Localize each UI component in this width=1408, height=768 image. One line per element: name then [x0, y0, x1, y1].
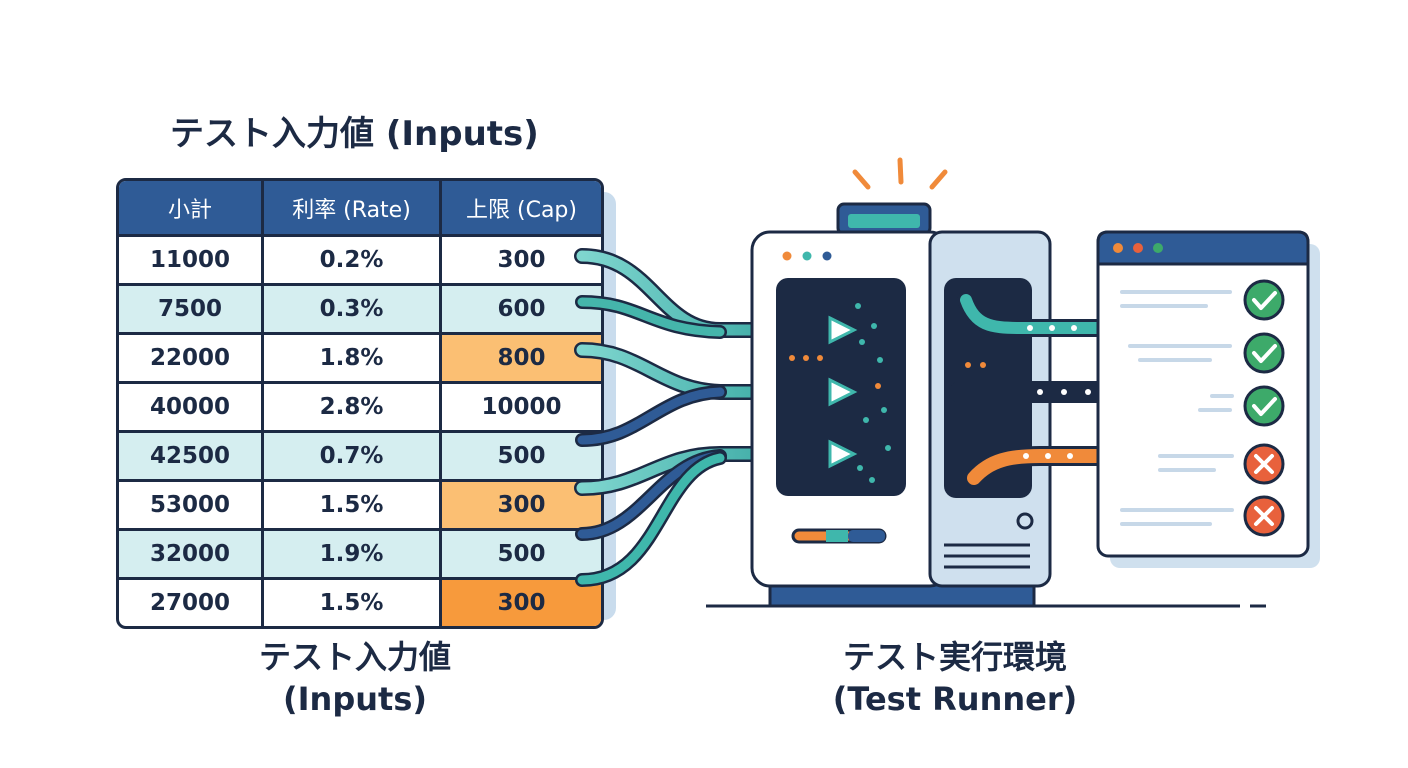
result-pass: [1243, 385, 1285, 427]
cross-icon: [1254, 506, 1274, 526]
table-row: 27000 1.5% 300: [119, 577, 601, 626]
alert-rays-icon: [852, 157, 948, 190]
cell-cap-highlighted: 300: [439, 580, 601, 626]
result-pass: [1243, 279, 1285, 321]
cell-rate: 0.2%: [261, 237, 439, 283]
cell-rate: 2.8%: [261, 384, 439, 430]
result-fail: [1243, 495, 1285, 537]
runner-caption-line2: (Test Runner): [832, 680, 1078, 718]
runner-caption: テスト実行環境 (Test Runner): [790, 636, 1120, 720]
flow-arrow: [575, 451, 727, 587]
cell-rate: 1.5%: [261, 580, 439, 626]
runner-caption-line1: テスト実行環境: [842, 638, 1067, 676]
result-fail: [1243, 443, 1285, 485]
cell-subtotal: 40000: [149, 394, 231, 420]
cell-cap-highlighted: 800: [439, 335, 601, 381]
header-subtotal: 小計: [167, 197, 212, 223]
cell-subtotal: 32000: [149, 541, 231, 567]
cell-rate: 1.8%: [261, 335, 439, 381]
check-icon: [1252, 291, 1277, 310]
input-flow-arrows: [574, 248, 843, 587]
flow-arrow: [575, 385, 727, 447]
cell-rate: 1.5%: [261, 482, 439, 528]
cell-cap: 300: [439, 237, 601, 283]
inputs-caption-line1: テスト入力値: [258, 638, 451, 676]
table-row: 40000 2.8% 10000: [119, 381, 601, 430]
cell-rate: 0.3%: [261, 286, 439, 332]
page-title: テスト入力値 (Inputs): [170, 114, 539, 154]
table-row: 53000 1.5% 300: [119, 479, 601, 528]
header-rate: 利率 (Rate): [261, 181, 439, 234]
cell-subtotal: 7500: [157, 296, 222, 322]
input-arrow-heads: [828, 315, 858, 469]
inputs-table: 小計 利率 (Rate) 上限 (Cap) 11000 0.2% 300 750…: [116, 178, 604, 629]
cell-rate: 1.9%: [261, 531, 439, 577]
result-pass: [1243, 332, 1285, 374]
table-header-row: 小計 利率 (Rate) 上限 (Cap): [119, 181, 601, 234]
cell-cap: 500: [439, 433, 601, 479]
cell-subtotal: 53000: [149, 492, 231, 518]
header-cap: 上限 (Cap): [439, 181, 601, 234]
cell-subtotal: 27000: [149, 590, 231, 616]
cell-subtotal: 11000: [149, 247, 231, 273]
check-icon: [1252, 397, 1277, 416]
cell-cap: 500: [439, 531, 601, 577]
inputs-caption-line2: (Inputs): [283, 680, 427, 718]
cell-cap: 600: [439, 286, 601, 332]
cell-subtotal: 22000: [149, 345, 231, 371]
results-window: [1096, 230, 1320, 568]
cell-subtotal: 42500: [149, 443, 231, 469]
table-row: 22000 1.8% 800: [119, 332, 601, 381]
table-row: 32000 1.9% 500: [119, 528, 601, 577]
cell-cap-highlighted: 300: [439, 482, 601, 528]
check-icon: [1252, 344, 1277, 363]
table-row: 42500 0.7% 500: [119, 430, 601, 479]
table-row: 7500 0.3% 600: [119, 283, 601, 332]
cross-icon: [1254, 454, 1274, 474]
flow-arrow: [575, 295, 727, 339]
cell-cap: 10000: [439, 384, 601, 430]
table-row: 11000 0.2% 300: [119, 234, 601, 283]
cell-rate: 0.7%: [261, 433, 439, 479]
inputs-caption: テスト入力値 (Inputs): [200, 636, 510, 720]
